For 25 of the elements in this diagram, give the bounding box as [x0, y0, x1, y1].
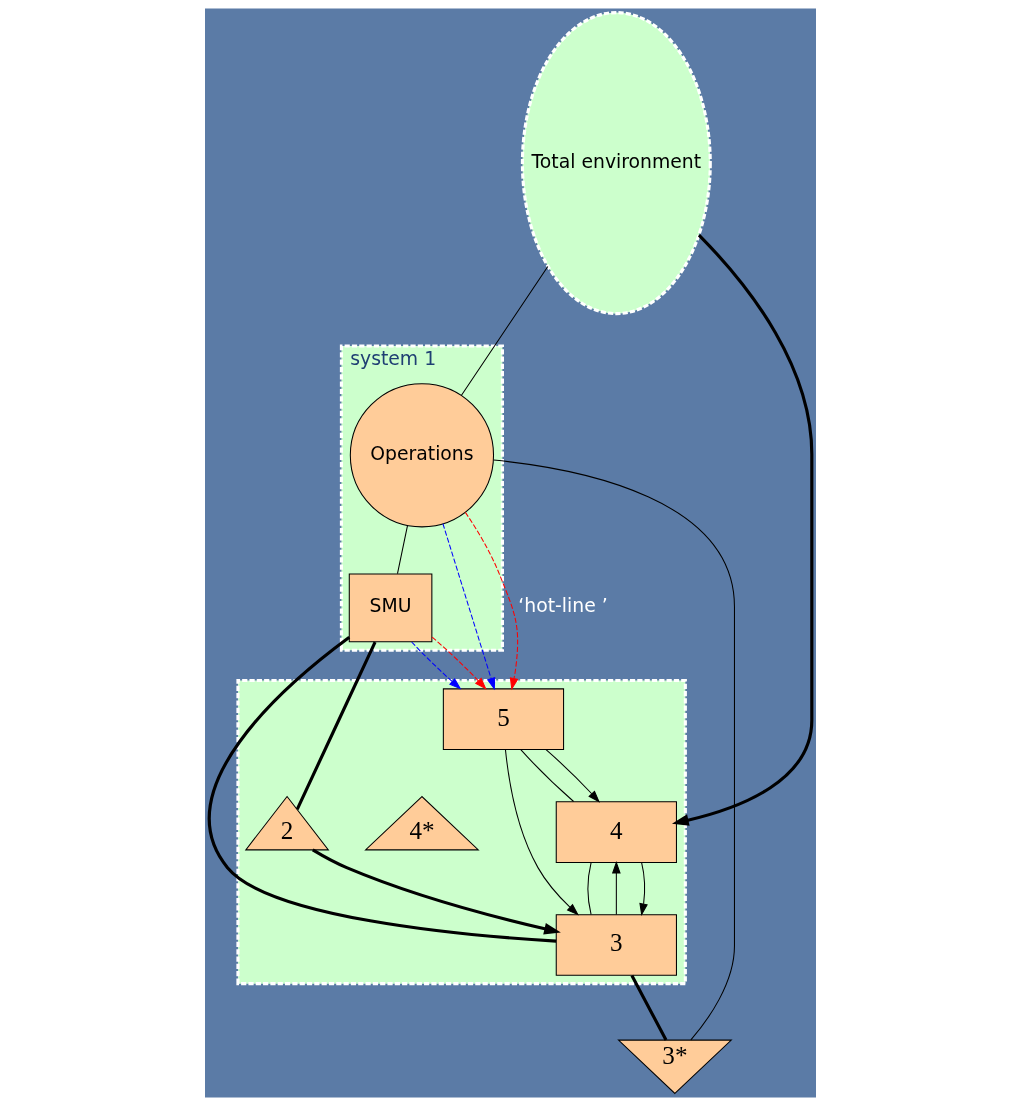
arrow	[545, 749, 600, 803]
node-box: 3	[555, 914, 677, 976]
arrow	[671, 233, 813, 826]
node-box: 5	[442, 688, 564, 751]
connector	[587, 862, 592, 915]
arrow	[504, 749, 579, 916]
arrow	[638, 862, 648, 916]
node-box: SMU	[348, 573, 432, 643]
node-box: 4	[555, 801, 677, 863]
arrow	[611, 860, 621, 915]
connector	[295, 641, 376, 810]
connector	[492, 459, 735, 1041]
connector	[207, 636, 556, 943]
arrow	[441, 523, 495, 691]
connector	[460, 265, 548, 396]
node-ellipse: Total environment	[520, 11, 712, 316]
connector	[630, 974, 667, 1041]
node-circle: Operations	[349, 383, 494, 528]
arrow	[464, 511, 518, 691]
edge-label: ‘hot-line ’	[517, 595, 608, 617]
connector	[519, 749, 574, 803]
connector	[396, 525, 408, 575]
arrow	[431, 636, 487, 690]
arrow	[311, 848, 561, 935]
arrow	[410, 641, 461, 690]
